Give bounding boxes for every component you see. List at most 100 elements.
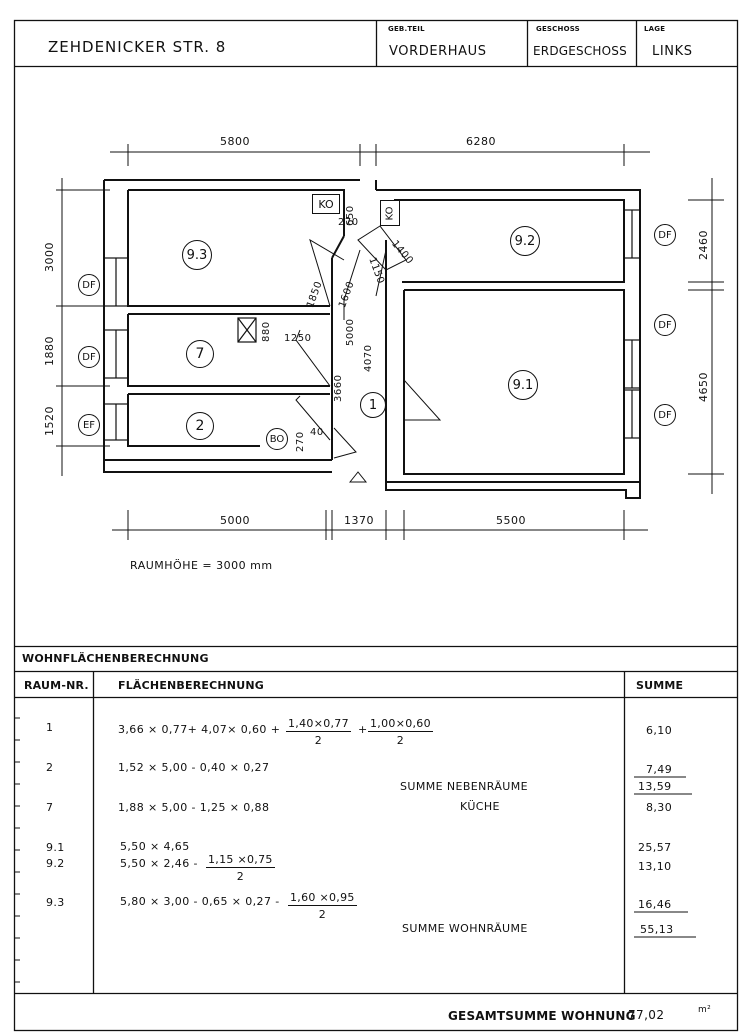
df-label: DF — [82, 279, 96, 291]
bo-symbol: BO — [266, 428, 288, 450]
gesamtsumme-unit: m² — [698, 1005, 712, 1015]
row-7-nr: 7 — [46, 801, 54, 814]
dim-inner-40: 40 — [310, 427, 324, 438]
df-label: DF — [658, 229, 672, 241]
gesamtsumme-label: GESAMTSUMME WOHNUNG — [448, 1009, 636, 1023]
ef-label: EF — [82, 419, 96, 431]
row-7-calc: 1,88 × 5,00 - 1,25 × 0,88 — [118, 801, 270, 814]
frac-den: 2 — [396, 734, 405, 747]
row-9-3-nr: 9.3 — [46, 896, 65, 909]
dim-right-bottom: 4650 — [697, 372, 710, 402]
df-label: DF — [658, 409, 672, 421]
df-symbol-left-2: DF — [78, 346, 100, 368]
frac-num: 1,00×0,60 — [368, 717, 433, 732]
dim-inner-3660: 3660 — [333, 374, 344, 402]
row-2-calc: 1,52 × 5,00 - 0,40 × 0,27 — [118, 761, 270, 774]
row-9-2-calc: 5,50 × 2,46 - — [120, 857, 198, 870]
frac-num: 1,40×0,77 — [286, 717, 351, 732]
dim-left-bottom: 1520 — [43, 406, 56, 436]
sheet-frame — [13, 19, 739, 1032]
dim-inner-270b: 270 — [295, 431, 306, 452]
dim-top-right: 6280 — [466, 135, 496, 148]
frac-den: 2 — [236, 870, 244, 883]
gebaeudeteil-label: GEB.TEIL — [388, 25, 425, 33]
room-9-3: 9.3 — [182, 240, 212, 270]
ko-symbol-left: KO — [312, 194, 340, 214]
df-symbol-right-1: DF — [654, 224, 676, 246]
geschoss-label: GESCHOSS — [536, 25, 580, 33]
lage-value: LINKS — [652, 44, 693, 59]
kueche-label: KÜCHE — [460, 800, 500, 813]
dim-bottom-left: 5000 — [220, 514, 250, 527]
raumhoehe: RAUMHÖHE = 3000 mm — [130, 559, 273, 572]
bo-label: BO — [269, 433, 285, 445]
dim-top-left: 5800 — [220, 135, 250, 148]
row-9-3-frac: 1,60 ×0,95 2 — [288, 891, 357, 921]
room-1: 1 — [360, 392, 386, 418]
room-label: 7 — [195, 346, 205, 362]
row-7-sum: 8,30 — [646, 801, 673, 814]
dim-inner-1250: 1250 — [284, 333, 312, 344]
dim-bottom-right: 5500 — [496, 514, 526, 527]
gesamtsumme-value: 77,02 — [628, 1008, 665, 1022]
dim-inner-270: 270 — [338, 217, 359, 228]
room-label: 1 — [368, 397, 378, 413]
room-7: 7 — [186, 340, 214, 368]
col-raum-nr: RAUM-NR. — [24, 679, 89, 692]
table-title: WOHNFLÄCHENBERECHNUNG — [22, 652, 209, 665]
room-9-1: 9.1 — [508, 370, 538, 400]
frac-den: 2 — [318, 908, 326, 921]
df-symbol-right-3: DF — [654, 404, 676, 426]
df-label: DF — [658, 319, 672, 331]
row-2-sum: 7,49 — [646, 763, 673, 776]
summe-nebenraeume-label: SUMME NEBENRÄUME — [400, 780, 528, 793]
dim-left-middle: 1880 — [43, 336, 56, 366]
row-9-2-sum: 13,10 — [638, 860, 672, 873]
row-1-frac-1: 1,40×0,77 2 — [286, 717, 351, 747]
room-label: 9.3 — [186, 247, 208, 263]
room-label: 9.2 — [514, 233, 536, 249]
row-2-nr: 2 — [46, 761, 54, 774]
address: ZEHDENICKER STR. 8 — [48, 38, 227, 56]
row-1-calc: 3,66 × 0,77+ 4,07× 0,60 + — [118, 723, 281, 736]
ef-symbol-left: EF — [78, 414, 100, 436]
row-1-plus: + — [358, 723, 368, 736]
row-9-3-sum: 16,46 — [638, 898, 672, 911]
df-symbol-right-2: DF — [654, 314, 676, 336]
frac-den: 2 — [314, 734, 323, 747]
frac-num: 1,15 ×0,75 — [206, 853, 275, 868]
room-label: 9.1 — [512, 377, 534, 393]
summe-nebenraeume: 13,59 — [638, 780, 672, 793]
row-9-1-sum: 25,57 — [638, 841, 672, 854]
lage-label: LAGE — [644, 25, 666, 33]
dim-inner-880: 880 — [261, 321, 272, 342]
room-label: 2 — [195, 418, 205, 434]
row-9-1-nr: 9.1 — [46, 841, 65, 854]
col-summe: SUMME — [636, 679, 684, 692]
geschoss-value: ERDGESCHOSS — [533, 44, 627, 58]
row-1-sum: 6,10 — [646, 724, 673, 737]
df-label: DF — [82, 351, 96, 363]
row-9-2-nr: 9.2 — [46, 857, 65, 870]
summe-wohnraeume: 55,13 — [640, 923, 674, 936]
ko-symbol-right: KO — [380, 200, 400, 226]
row-9-2-frac: 1,15 ×0,75 2 — [206, 853, 275, 883]
dim-inner-5000: 5000 — [345, 318, 356, 346]
row-9-1-calc: 5,50 × 4,65 — [120, 840, 190, 853]
dim-right-top: 2460 — [697, 230, 710, 260]
row-9-3-calc: 5,80 × 3,00 - 0,65 × 0,27 - — [120, 895, 280, 908]
df-symbol-left-1: DF — [78, 274, 100, 296]
ko-label: KO — [384, 206, 396, 220]
row-1-nr: 1 — [46, 721, 54, 734]
col-flaechenberechnung: FLÄCHENBERECHNUNG — [118, 679, 264, 692]
ko-label: KO — [318, 197, 334, 211]
frac-num: 1,60 ×0,95 — [288, 891, 357, 906]
room-9-2: 9.2 — [510, 226, 540, 256]
dim-left-top: 3000 — [43, 242, 56, 272]
summe-wohnraeume-label: SUMME WOHNRÄUME — [402, 922, 528, 935]
gebaeudeteil-value: VORDERHAUS — [389, 44, 487, 59]
dim-inner-4070: 4070 — [363, 344, 374, 372]
row-1-frac-2: 1,00×0,60 2 — [368, 717, 433, 747]
